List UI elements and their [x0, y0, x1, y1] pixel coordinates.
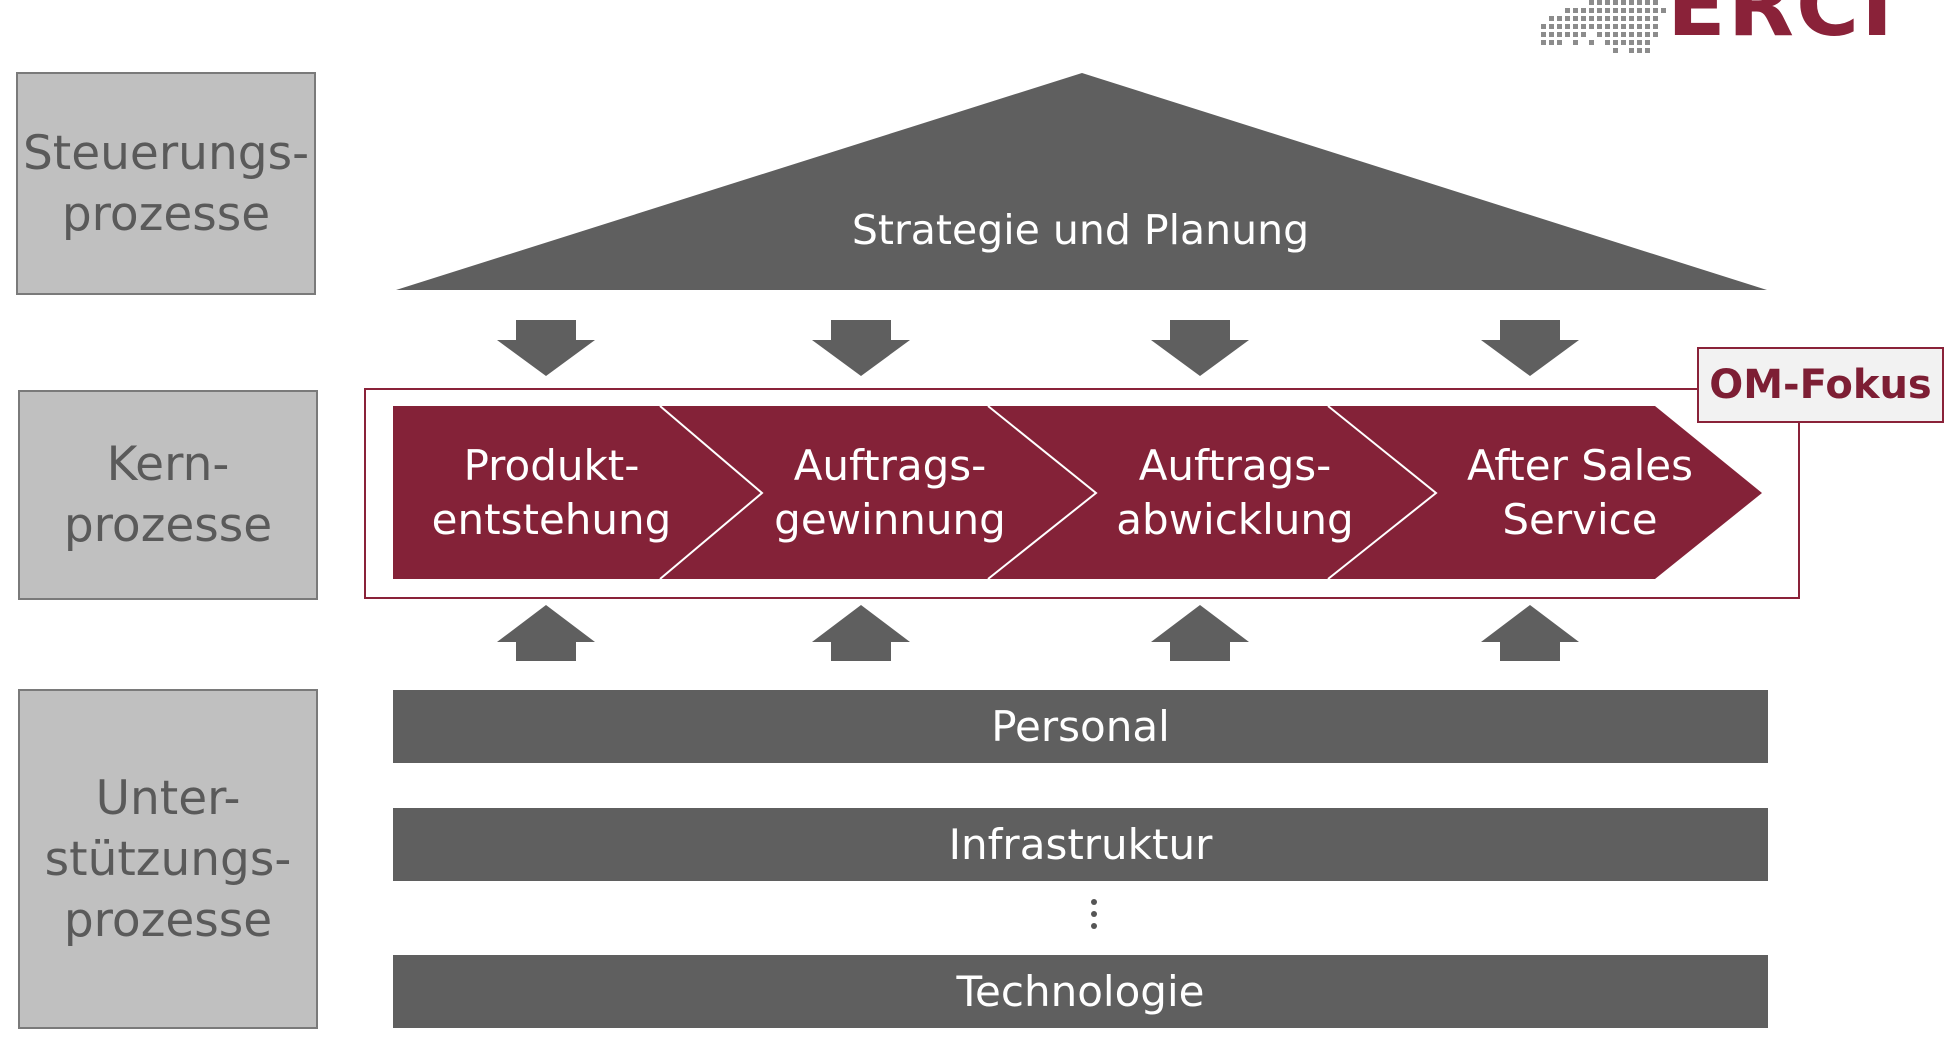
chevron-separator	[987, 405, 1098, 580]
ercis-logo: ERCIS	[1537, 0, 1897, 60]
strategy-label: Strategie und Planung	[851, 206, 1310, 254]
core-process-line: Service	[1502, 495, 1658, 544]
side-label-line: Unter-	[95, 770, 241, 826]
chevron-separator	[659, 405, 764, 580]
kernprozesse-label: Kern- prozesse	[18, 390, 318, 600]
up-arrow-icon	[1151, 605, 1249, 661]
side-label-line: prozesse	[63, 498, 273, 553]
core-process-chevron	[1328, 406, 1762, 579]
side-label-line: stützungs-	[44, 831, 292, 887]
core-process-chevron	[988, 406, 1436, 579]
side-label-line: Steuerungs-	[22, 125, 310, 181]
vertical-ellipsis-icon	[1085, 899, 1103, 929]
down-arrow-icon	[497, 320, 595, 376]
side-label-line: prozesse	[61, 186, 271, 242]
core-process-line: Auftrags-	[793, 441, 987, 490]
support-process-bar: Personal	[393, 690, 1768, 763]
strategy-roof	[396, 73, 1767, 290]
down-arrow-icon	[812, 320, 910, 376]
down-arrow-icon	[1481, 320, 1579, 376]
core-process-line: entstehung	[431, 495, 672, 544]
steuerungsprozesse-label: Steuerungs- prozesse	[16, 72, 316, 295]
core-process-label: Auftrags- gewinnung	[740, 437, 1040, 549]
core-process-chevron	[660, 406, 1096, 579]
core-process-label: Produkt- entstehung	[393, 437, 710, 549]
side-label-line: Kern-	[106, 437, 230, 492]
core-process-line: Auftrags-	[1138, 441, 1332, 490]
up-arrow-icon	[497, 605, 595, 661]
logo-wordmark: ERCIS	[1667, 0, 1897, 56]
support-process-bar: Infrastruktur	[393, 808, 1768, 881]
side-label-line: prozesse	[63, 892, 273, 948]
core-process-chevron	[393, 406, 762, 579]
core-process-line: Produkt-	[463, 441, 640, 490]
om-focus-tag: OM-Fokus	[1697, 347, 1944, 423]
up-arrow-icon	[1481, 605, 1579, 661]
unterstuetzungsprozesse-label: Unter- stützungs- prozesse	[18, 689, 318, 1029]
core-process-line: gewinnung	[774, 495, 1006, 544]
core-process-line: abwicklung	[1116, 495, 1354, 544]
chevron-separator	[1327, 405, 1438, 580]
om-focus-frame	[364, 388, 1800, 599]
support-process-bar: Technologie	[393, 955, 1768, 1028]
core-process-line: After Sales	[1467, 441, 1693, 490]
up-arrow-icon	[812, 605, 910, 661]
dot-map-icon	[1541, 0, 1666, 53]
down-arrow-icon	[1151, 320, 1249, 376]
core-process-label: After Sales Service	[1430, 437, 1730, 549]
core-process-label: Auftrags- abwicklung	[1085, 437, 1385, 549]
